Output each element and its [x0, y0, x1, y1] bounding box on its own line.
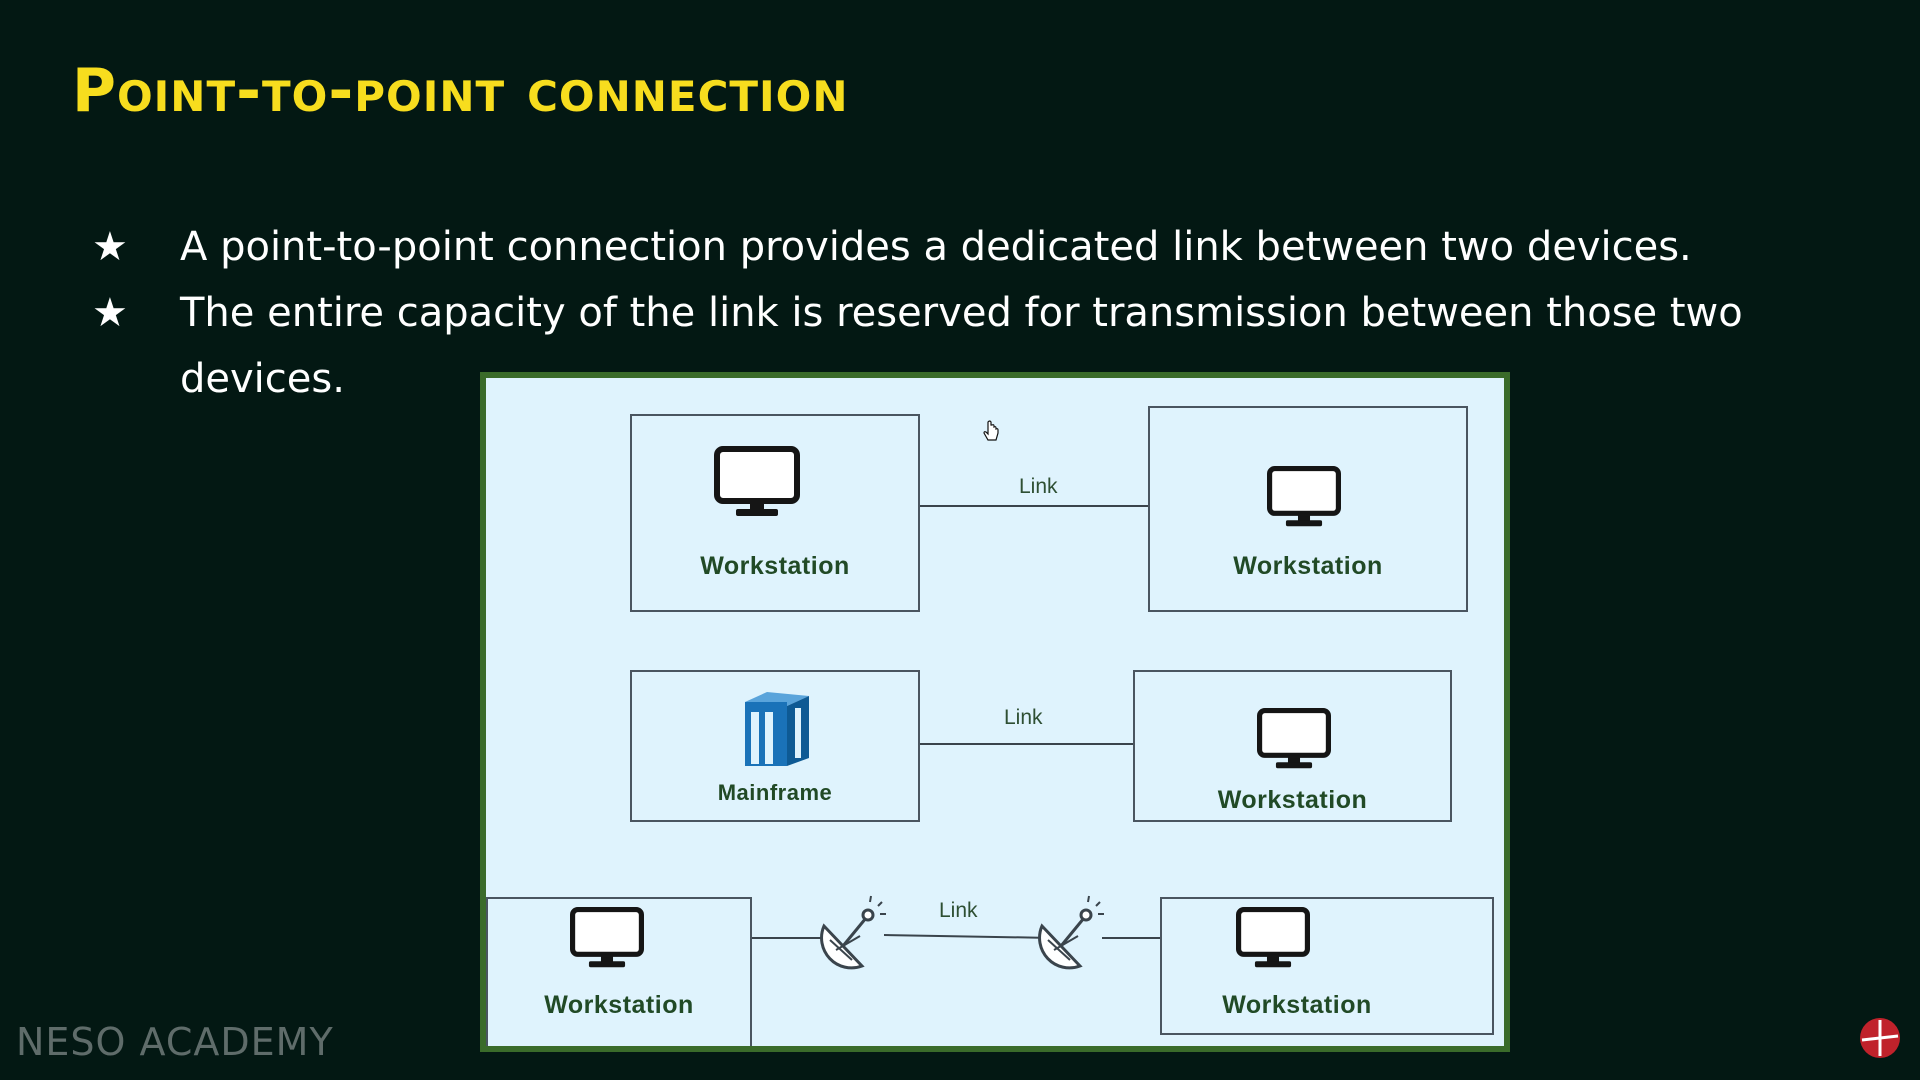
satellite-dish-icon: [820, 895, 886, 970]
bullet-list: ★ A point-to-point connection provides a…: [92, 214, 1852, 412]
device-label: Workstation: [1222, 991, 1372, 1019]
link-label: Link: [939, 899, 978, 922]
hand-cursor-icon: [983, 420, 999, 441]
device-label: Workstation: [1217, 786, 1368, 814]
monitor-icon: [714, 446, 800, 516]
bullet-item: ★ A point-to-point connection provides a…: [92, 214, 1852, 280]
monitor-icon: [1236, 907, 1310, 968]
workstation-node: Workstation: [1133, 670, 1452, 822]
workstation-node: Workstation: [630, 414, 920, 612]
workstation-node: Workstation: [486, 897, 752, 1046]
monitor-icon: [1267, 466, 1341, 527]
device-label: Workstation: [544, 991, 694, 1019]
star-bullet-icon: ★: [92, 290, 128, 336]
neso-logo-icon: [1860, 1018, 1900, 1058]
satellite-dish-icon: [1038, 895, 1104, 970]
workstation-node: Workstation: [1160, 897, 1494, 1035]
bullet-text: A point-to-point connection provides a d…: [180, 224, 1692, 270]
link-line: [883, 934, 1040, 939]
workstation-node: Workstation: [1148, 406, 1468, 612]
link-line: [920, 743, 1133, 745]
monitor-icon: [1257, 708, 1331, 769]
mainframe-node: Mainframe: [630, 670, 920, 822]
link-line: [752, 937, 822, 939]
slide-title: Point-to-point connection: [72, 56, 849, 126]
device-label: Workstation: [700, 552, 850, 580]
network-diagram: Workstation Link Workstation Mainframe L…: [480, 372, 1510, 1052]
link-label: Link: [1019, 475, 1058, 498]
bullet-item: ★ The entire capacity of the link is res…: [92, 280, 1852, 412]
bullet-text: The entire capacity of the link is reser…: [180, 290, 1743, 402]
monitor-icon: [570, 907, 644, 968]
link-label: Link: [1004, 706, 1043, 729]
mainframe-icon: [745, 692, 809, 766]
device-label: Workstation: [1233, 552, 1383, 580]
device-label: Mainframe: [717, 780, 833, 805]
neso-academy-watermark: NESO ACADEMY: [16, 1020, 334, 1064]
star-bullet-icon: ★: [92, 224, 128, 270]
link-line: [920, 505, 1148, 507]
link-line: [1102, 937, 1160, 939]
